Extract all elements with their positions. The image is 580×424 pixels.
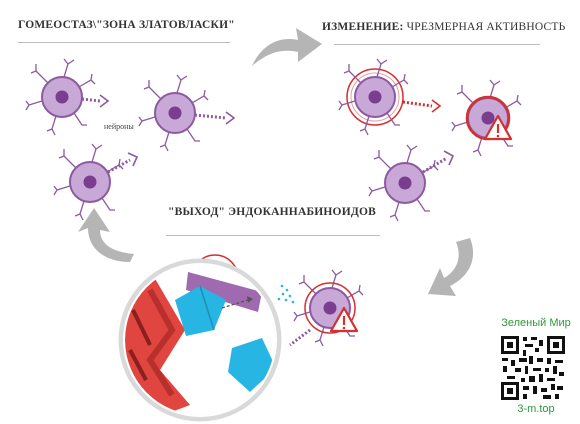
homeostasis-title-underline: [18, 42, 230, 43]
qr-code-icon: [499, 334, 567, 402]
neuron-homeostasis-2: [138, 74, 236, 152]
release-title-underline: [166, 235, 380, 236]
change-title-rest: ЧРЕЗМЕРНАЯ АКТИВНОСТЬ: [406, 21, 566, 33]
magnifier-lens-icon: [118, 258, 282, 422]
released-endocannabinoids: [277, 284, 295, 304]
neuron-overactive-2: [451, 79, 522, 157]
neuron-receiving: [289, 269, 364, 347]
brand-watermark: Зеленый Мир: [501, 317, 571, 329]
neuron-overactive-3: [368, 144, 455, 222]
homeostasis-title: ГОМЕОСТАЗ\"ЗОНА ЗЛАТОВЛАСКИ": [18, 19, 235, 31]
curved-arrow-icon: [428, 238, 474, 296]
neuron-overactive-1: [338, 58, 442, 136]
neuron-homeostasis-3: [53, 143, 139, 221]
release-title: "ВЫХОД" ЭНДОКАННАБИНОИДОВ: [168, 206, 376, 218]
curved-arrow-icon: [78, 208, 134, 262]
change-title: ИЗМЕНЕНИЕ: ЧРЕЗМЕРНАЯ АКТИВНОСТЬ: [322, 21, 565, 33]
change-title-bold: ИЗМЕНЕНИЕ:: [322, 21, 404, 33]
neurons-label: нейроны: [104, 122, 134, 131]
brand-url: 3-m.top: [517, 403, 555, 415]
change-title-underline: [334, 44, 540, 45]
curved-arrow-icon: [252, 28, 322, 66]
neuron-homeostasis-1: [25, 58, 110, 136]
